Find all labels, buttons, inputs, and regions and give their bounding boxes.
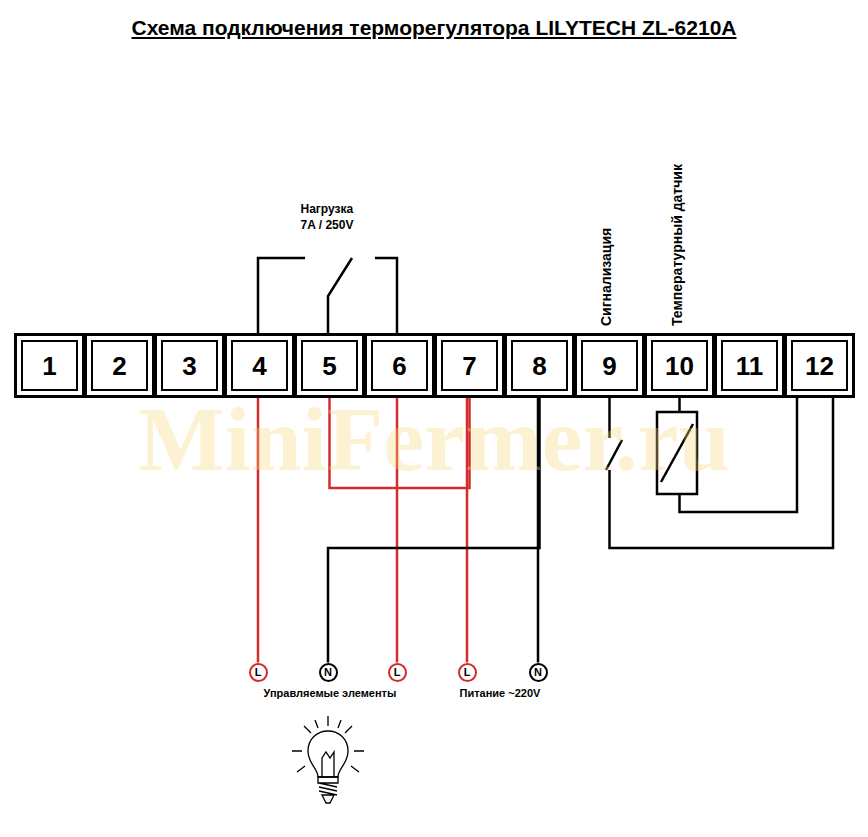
terminal-cell: 4	[224, 333, 295, 398]
terminal-cell: 10	[644, 333, 715, 398]
vertical-label: Сигнализация	[598, 228, 614, 326]
relay-wire	[375, 258, 397, 333]
wire-label: Нагрузка	[301, 203, 354, 217]
terminal-cell: 6	[364, 333, 435, 398]
terminal-cell: 7	[434, 333, 505, 398]
terminal-cell: 11	[714, 333, 785, 398]
terminal-text: N	[534, 667, 542, 678]
relay-contact	[258, 258, 397, 333]
wire-terminal: L	[249, 663, 268, 682]
watermark: MiniFermer.ru	[138, 387, 730, 493]
terminal-text: L	[394, 667, 401, 678]
terminal-text: 12	[787, 350, 852, 381]
terminal-cell: 1	[14, 333, 85, 398]
lamp-filament	[322, 752, 334, 777]
lamp-rays	[292, 716, 364, 772]
terminal-text: 3	[157, 350, 222, 381]
terminal-text: 7	[437, 350, 502, 381]
terminal-cell: 2	[84, 333, 155, 398]
terminal-text: 1	[17, 350, 82, 381]
wire-terminal: N	[319, 663, 338, 682]
wire-label: Питание ~220V	[460, 687, 541, 700]
terminal-cell: 9	[574, 333, 645, 398]
terminal-text: 11	[717, 350, 782, 381]
wire-label: Управляемые элементы	[264, 687, 397, 700]
terminal-text: 2	[87, 350, 152, 381]
relay-blade	[328, 258, 352, 333]
terminal-text: 8	[507, 350, 572, 381]
terminal-cell: 5	[294, 333, 365, 398]
relay-wire	[258, 258, 305, 333]
vertical-label: Температурный датчик	[669, 164, 685, 326]
terminal-cell: 8	[504, 333, 575, 398]
terminal-text: 5	[297, 350, 362, 381]
wire-terminal: L	[458, 663, 477, 682]
terminal-cell: 12	[784, 333, 855, 398]
lamp-icon	[292, 716, 364, 803]
wire-terminal: L	[388, 663, 407, 682]
diagram-title: Схема подключения терморегулятора LILYTE…	[132, 16, 737, 40]
terminal-text: 9	[577, 350, 642, 381]
terminal-cell: 3	[154, 333, 225, 398]
terminal-text: L	[464, 667, 471, 678]
wire-terminal: N	[529, 663, 548, 682]
lamp-glass	[308, 731, 348, 777]
lamp-base	[318, 777, 338, 803]
terminal-text: L	[255, 667, 262, 678]
terminal-text: 4	[227, 350, 292, 381]
wire-label: 7A / 250V	[301, 219, 354, 233]
terminal-text: N	[324, 667, 332, 678]
terminal-text: 6	[367, 350, 432, 381]
terminal-text: 10	[647, 350, 712, 381]
